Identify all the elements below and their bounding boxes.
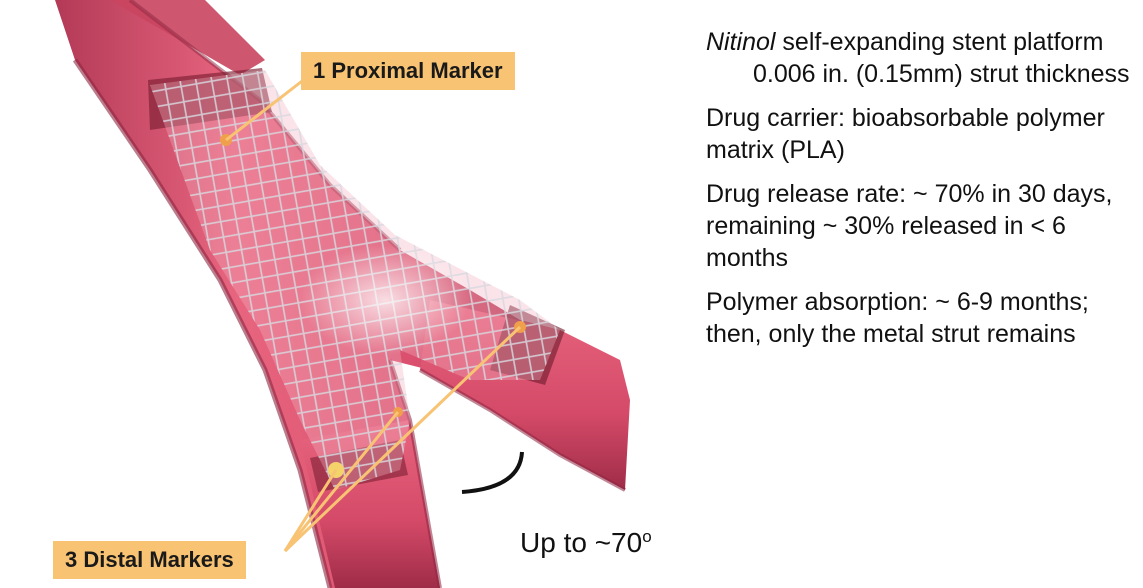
spec-release: Drug release rate: ~ 70% in 30 days, rem… xyxy=(706,178,1136,274)
highlight-glow xyxy=(300,245,470,355)
angle-label: Up to ~70o xyxy=(520,527,652,559)
angle-text: Up to ~70 xyxy=(520,527,642,558)
stent-spec-list: Nitinol self-expanding stent platform 0.… xyxy=(706,26,1136,362)
proximal-marker-label: 1 Proximal Marker xyxy=(301,52,515,90)
spec-platform-material: Nitinol xyxy=(706,28,775,56)
angle-arc xyxy=(462,452,522,492)
spec-carrier: Drug carrier: bioabsorbable polymer matr… xyxy=(706,102,1136,166)
spec-platform: Nitinol self-expanding stent platform xyxy=(706,26,1136,58)
spec-strut: 0.006 in. (0.15mm) strut thickness xyxy=(753,58,1136,90)
spec-platform-text: self-expanding stent platform xyxy=(775,28,1103,56)
distal-markers-label: 3 Distal Markers xyxy=(53,541,246,579)
angle-unit: o xyxy=(642,527,651,546)
spec-absorption: Polymer absorption: ~ 6-9 months; then, … xyxy=(706,286,1136,350)
